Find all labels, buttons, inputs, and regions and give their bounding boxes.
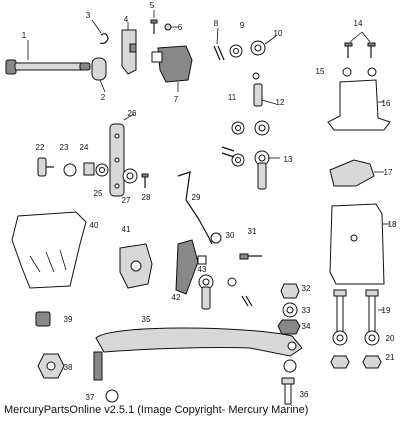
part-36-bolt <box>281 377 295 405</box>
part-label-21: 21 <box>386 353 395 362</box>
part-32-nut <box>280 283 300 299</box>
part-28-screw <box>141 173 149 188</box>
part-label-37: 37 <box>86 393 95 402</box>
part-label-7: 7 <box>174 95 179 104</box>
part-label-18: 18 <box>388 220 397 229</box>
part-2-plug <box>91 57 107 93</box>
part-label-40: 40 <box>90 221 99 230</box>
part-5-screw <box>150 10 158 34</box>
part-label-20: 20 <box>386 334 395 343</box>
part-30-washer <box>210 232 222 244</box>
part-label-36: 36 <box>300 390 309 399</box>
part-label-2: 2 <box>101 93 106 102</box>
part-16-bracket <box>327 79 391 131</box>
part-label-14: 14 <box>354 19 363 28</box>
part-label-17: 17 <box>384 168 393 177</box>
part-label-41: 41 <box>122 225 131 234</box>
part-label-26: 26 <box>128 109 137 118</box>
part-label-6: 6 <box>178 23 183 32</box>
part-25-washer <box>95 163 109 177</box>
part-label-39: 39 <box>64 315 73 324</box>
part-label-9: 9 <box>240 21 245 30</box>
part-label-15: 15 <box>316 67 325 76</box>
part-label-19: 19 <box>382 306 391 315</box>
part-1-shaft <box>5 40 91 75</box>
part-14-screws <box>342 31 377 77</box>
part-10-rod-end-top <box>250 35 277 56</box>
part-label-1: 1 <box>22 31 27 40</box>
part-13-rod-end-lower <box>198 274 253 310</box>
part-40-cover <box>11 211 87 289</box>
part-34-nut <box>277 319 301 335</box>
part-22-pin <box>37 157 54 177</box>
part-label-23: 23 <box>60 143 69 152</box>
part-label-27: 27 <box>122 196 131 205</box>
part-label-3: 3 <box>86 11 91 20</box>
part-label-16: 16 <box>382 99 391 108</box>
part-8-cotter-pin-top <box>213 27 225 61</box>
part-19-bolts <box>333 289 384 333</box>
part-label-22: 22 <box>36 143 45 152</box>
part-label-11: 11 <box>228 93 237 102</box>
part-label-43: 43 <box>198 265 207 274</box>
part-20-washers <box>332 330 380 346</box>
part-label-38: 38 <box>64 363 73 372</box>
part-13-rod-end-mid <box>221 120 280 190</box>
part-label-13: 13 <box>284 155 293 164</box>
part-label-28: 28 <box>142 193 151 202</box>
part-label-31: 31 <box>248 227 257 236</box>
part-43-block <box>197 255 207 265</box>
part-42-bracket <box>175 239 199 295</box>
part-label-12: 12 <box>276 98 285 107</box>
part-12-link <box>252 72 277 107</box>
part-label-24: 24 <box>80 143 89 152</box>
part-26-lever <box>109 113 135 197</box>
part-label-10: 10 <box>274 29 283 38</box>
part-6-screw <box>164 23 178 31</box>
part-label-35: 35 <box>142 315 151 324</box>
part-label-5: 5 <box>150 1 155 10</box>
part-27-washer <box>122 168 138 184</box>
part-label-42: 42 <box>172 293 181 302</box>
part-label-33: 33 <box>302 306 311 315</box>
part-35-link-bar <box>93 327 303 381</box>
part-label-30: 30 <box>226 231 235 240</box>
part-4-bracket <box>121 22 137 75</box>
part-label-25: 25 <box>94 189 103 198</box>
part-31-bolt <box>239 253 262 260</box>
part-7-housing <box>151 45 193 92</box>
part-9-washer-top <box>229 44 243 58</box>
part-18-plate <box>329 203 390 285</box>
part-33-washers <box>105 302 298 403</box>
part-39-clip <box>35 311 51 327</box>
part-label-8: 8 <box>214 19 219 28</box>
part-41-shifter <box>119 243 153 289</box>
part-29-rod <box>177 171 213 245</box>
image-caption: MercuryPartsOnline v2.5.1 (Image Copyrig… <box>4 404 309 416</box>
part-label-29: 29 <box>192 193 201 202</box>
part-3-clip <box>91 19 109 45</box>
part-label-4: 4 <box>124 15 129 24</box>
part-17-actuator <box>329 159 384 187</box>
part-23-bushing <box>63 163 77 177</box>
part-21-nuts <box>330 355 382 369</box>
part-label-34: 34 <box>302 322 311 331</box>
part-label-32: 32 <box>302 284 311 293</box>
part-38-nut <box>37 353 65 379</box>
part-24-spacer <box>83 162 95 176</box>
